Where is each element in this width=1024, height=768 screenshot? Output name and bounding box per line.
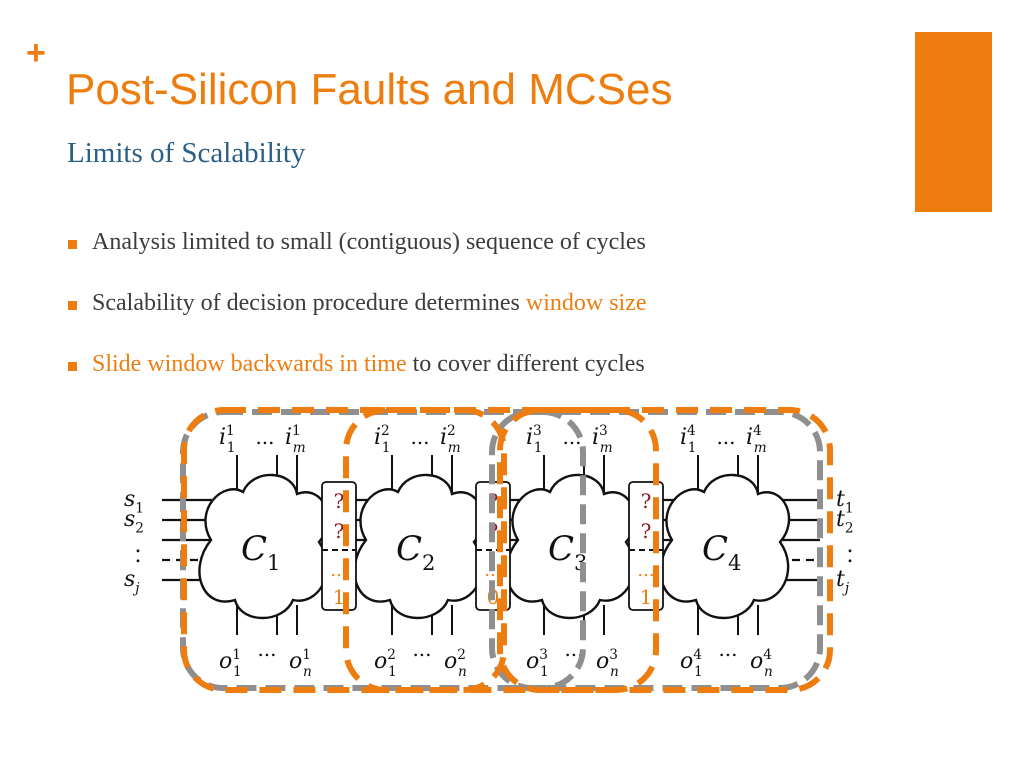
bullet-item: Analysis limited to small (contiguous) s… [66, 228, 647, 257]
state-input-label: s2 [124, 507, 144, 537]
state-output-label: t2 [836, 507, 854, 537]
cloud-label: C2 [396, 529, 435, 575]
output-label-dots: ... [718, 637, 737, 661]
bullet-text: Analysis limited to small (contiguous) s… [92, 229, 646, 255]
register-unknown: ? [334, 519, 345, 543]
bullet-item: Slide window backwards in time to cover … [66, 350, 647, 379]
window-outline-orange [181, 407, 507, 693]
state-input-label: sj [124, 567, 140, 597]
register-unknown: ? [334, 489, 345, 513]
plus-icon: + [26, 34, 46, 72]
bullet-text: Scalability of decision procedure determ… [92, 289, 526, 316]
cloud-label: C1 [241, 529, 280, 575]
slide-subtitle: Limits of Scalability [67, 137, 306, 169]
combinational-cloud [505, 473, 637, 620]
input-label-dots: ... [716, 425, 735, 449]
slide-title: Post-Silicon Faults and MCSes [66, 65, 673, 114]
combinational-cloud [659, 473, 791, 620]
bullet-highlight: Slide window backwards in time [92, 350, 407, 377]
register-bit: 1 [333, 585, 346, 609]
bullet-list: Analysis limited to small (contiguous) s… [66, 228, 647, 410]
state-output-label: t1 [836, 487, 854, 517]
output-label-dots: ... [257, 637, 276, 661]
bullet-highlight: window size [525, 289, 647, 316]
state-output-label: tj [836, 567, 850, 597]
bullet-text-tail: to cover different cycles [406, 350, 645, 377]
state-output-ellipsis: . [847, 543, 854, 568]
window-outline-orange [343, 407, 659, 693]
combinational-cloud [353, 473, 485, 620]
cloud-label: C4 [702, 529, 741, 575]
input-label-dots: ... [410, 425, 429, 449]
register-unknown: ? [641, 519, 652, 543]
bullet-item: Scalability of decision procedure determ… [66, 289, 647, 318]
window-outline-orange [497, 407, 833, 693]
state-input-ellipsis: . [135, 543, 142, 568]
input-label-dots: ... [255, 425, 274, 449]
register-unknown: ? [641, 489, 652, 513]
state-input-ellipsis: . [135, 533, 142, 558]
corner-accent-block [915, 32, 992, 212]
state-output-ellipsis: . [847, 533, 854, 558]
output-label-dots: ... [412, 637, 431, 661]
register-bit: 1 [640, 585, 653, 609]
state-input-label: s1 [124, 487, 144, 517]
register-dots: ... [637, 560, 654, 581]
output-label-dots: ... [564, 637, 583, 661]
combinational-cloud [198, 473, 330, 620]
